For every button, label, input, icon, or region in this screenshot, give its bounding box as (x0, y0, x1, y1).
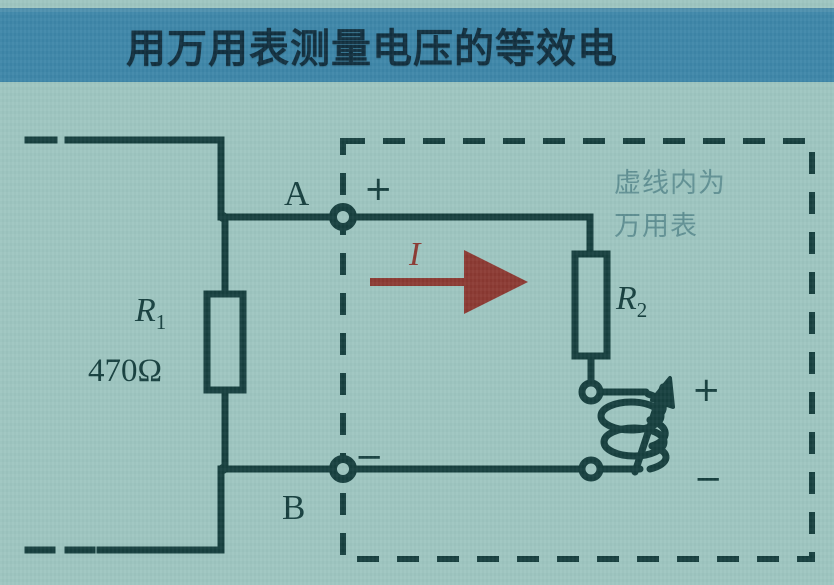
meter-node-bottom (578, 456, 604, 482)
terminal-node-b (329, 455, 357, 483)
terminal-b-polarity: − (355, 437, 384, 477)
resistor-r1-name: R (135, 292, 156, 329)
galvanometer-symbol (596, 376, 675, 476)
meter-minus-label: − (694, 459, 723, 499)
multimeter-note: 虚线内为 万用表 (614, 162, 726, 248)
resistor-r1-subscript: 1 (155, 309, 167, 334)
terminal-node-a (329, 203, 357, 231)
page-title: 用万用表测量电压的等效电 (126, 26, 618, 72)
resistor-r2-body (571, 250, 611, 360)
resistor-r1-label: R1 (135, 294, 166, 333)
multimeter-dashed-boundary (340, 138, 815, 562)
resistor-r2-subscript: 2 (636, 297, 648, 322)
multimeter-note-line1: 虚线内为 (614, 168, 726, 199)
resistor-r2-label: R2 (616, 282, 647, 321)
meter-plus-label: + (692, 370, 721, 410)
terminal-b-label: B (282, 488, 306, 527)
resistor-r1-value: 470Ω (88, 353, 163, 389)
wire-top-left (92, 136, 225, 221)
multimeter-note-line2: 万用表 (614, 211, 698, 242)
wire-bottom-left (96, 465, 225, 554)
terminal-nodes (329, 203, 604, 483)
current-label: I (409, 236, 421, 273)
resistor-r2-name: R (616, 280, 637, 317)
junction-dots (218, 212, 228, 474)
resistor-r1-body (203, 290, 247, 394)
meter-node-top (578, 379, 604, 405)
title-band: 用万用表测量电压的等效电 (0, 8, 834, 82)
terminal-a-label: A (284, 174, 310, 213)
circuit-diagram (24, 136, 815, 562)
terminal-a-polarity: + (364, 169, 393, 209)
